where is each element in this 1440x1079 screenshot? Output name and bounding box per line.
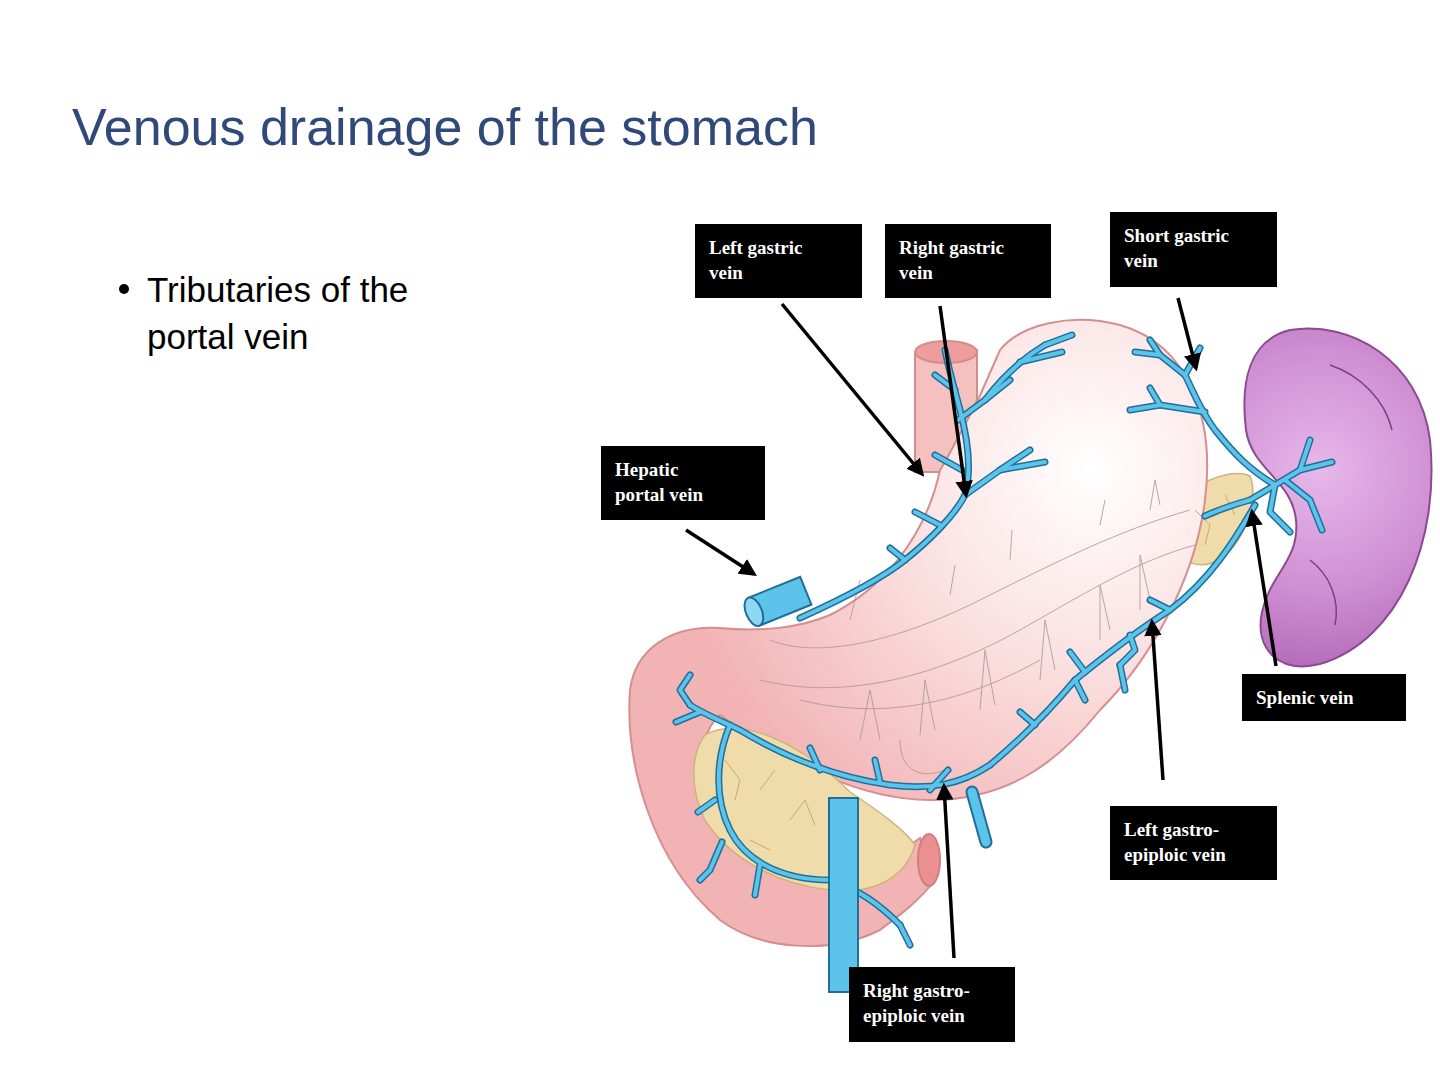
- label-text: Short gastric vein: [1124, 223, 1249, 273]
- surface-vessels: [900, 740, 945, 774]
- label-text: Hepatic portal vein: [615, 457, 715, 507]
- surface-vessels: [770, 510, 1190, 648]
- label-text: Splenic vein: [1256, 685, 1392, 710]
- leader-arrows: [940, 306, 966, 495]
- portal-vein: [741, 595, 767, 629]
- leader-arrows: [686, 298, 1276, 958]
- duodenum-cut: [918, 834, 940, 886]
- label-text: Right gastric vein: [899, 235, 1024, 285]
- pancreas-lobules: [760, 770, 775, 790]
- vein: [676, 335, 1332, 945]
- pancreas-head: [694, 728, 915, 891]
- label-box: Left gastric vein: [695, 224, 862, 298]
- spleen-fold: [1310, 560, 1336, 625]
- portal-vein: [741, 577, 812, 629]
- surface-vessels: [950, 565, 955, 595]
- label-text: Left gastric vein: [709, 235, 824, 285]
- label-box: Splenic vein: [1242, 674, 1406, 721]
- bullet-text: Tributaries of the portal vein: [147, 266, 477, 361]
- surface-vessels: [760, 480, 1195, 774]
- slide-title: Venous drainage of the stomach: [72, 96, 1372, 158]
- surface-vessels: [800, 660, 1040, 709]
- leader-arrows: [1178, 298, 1196, 368]
- surface-vessels: [860, 690, 880, 740]
- leader-arrows: [944, 786, 954, 958]
- pancreas-lobules: [750, 840, 770, 850]
- bullet-dot: [119, 284, 129, 294]
- label-text: Right gastro- epiploic vein: [863, 978, 988, 1028]
- vein-outline: [676, 335, 1332, 945]
- pancreas-lobules: [725, 760, 740, 800]
- vein-stub: [972, 792, 986, 842]
- pancreas-lobules: [790, 800, 815, 825]
- label-box: Left gastro- epiploic vein: [1110, 806, 1277, 880]
- label-text: Left gastro- epiploic vein: [1124, 817, 1249, 867]
- pancreas-lobules: [725, 495, 1235, 850]
- surface-vessels: [760, 545, 1195, 688]
- leader-arrows: [1252, 512, 1276, 666]
- surface-vessels: [980, 650, 995, 710]
- label-box: Short gastric vein: [1110, 212, 1277, 287]
- surface-vessels: [1040, 620, 1055, 680]
- surface-vessels: [1100, 585, 1110, 640]
- surface-vessels: [920, 680, 935, 735]
- leader-arrows: [1152, 622, 1163, 780]
- leader-arrows: [686, 530, 754, 574]
- label-box: Right gastric vein: [885, 224, 1051, 298]
- surface-vessels: [1100, 500, 1105, 525]
- label-box: Right gastro- epiploic vein: [849, 967, 1015, 1042]
- surface-vessels: [1150, 480, 1160, 510]
- spleen-fold: [1330, 365, 1392, 430]
- vein-stub: [972, 792, 986, 842]
- surface-vessels: [1010, 530, 1012, 560]
- superior-mesenteric-vein: [829, 798, 858, 992]
- label-box: Hepatic portal vein: [601, 446, 765, 520]
- leader-arrows: [782, 304, 922, 474]
